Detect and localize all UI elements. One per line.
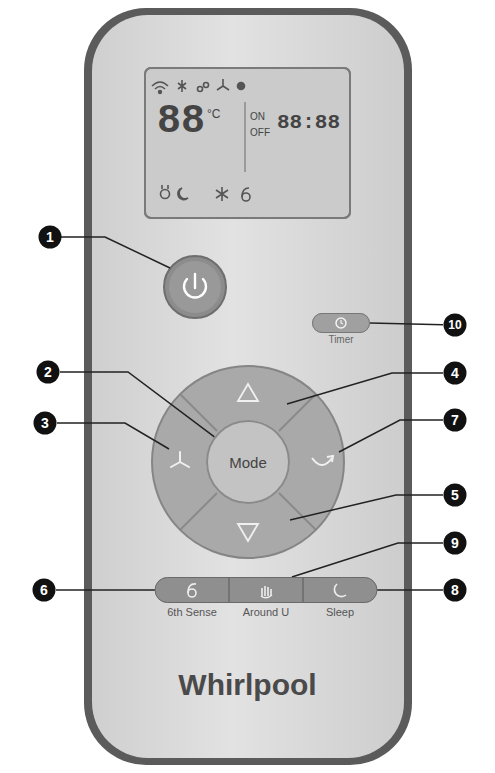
up-arrow xyxy=(238,384,258,401)
clock-hands xyxy=(341,320,343,324)
leader-line xyxy=(377,589,443,591)
mode-button-face xyxy=(206,420,290,504)
down-arrow xyxy=(238,524,258,541)
timer-button-rim xyxy=(313,314,370,333)
power-icon xyxy=(184,274,206,298)
function-button-rim xyxy=(155,578,229,603)
button-caption: Timer xyxy=(328,334,353,346)
leader-line xyxy=(292,543,443,577)
timer-button: Timer xyxy=(312,313,370,349)
callout-circle xyxy=(444,409,467,432)
leader-lines xyxy=(57,237,443,520)
lcd-display: 88°C ON OFF 88:88 xyxy=(145,68,350,218)
button-caption: Sleep xyxy=(326,606,354,619)
callout-number: 2 xyxy=(36,360,60,384)
lcd-divider xyxy=(244,102,246,172)
function-button-rim xyxy=(303,578,377,603)
callout-number: 5 xyxy=(443,483,467,507)
callout-circle xyxy=(37,361,60,384)
leader-line xyxy=(370,323,443,325)
callout-number: 3 xyxy=(41,416,49,430)
callout-number: 4 xyxy=(443,361,467,385)
callout-number: 1 xyxy=(46,230,54,244)
lcd-clock: 88:88 xyxy=(277,112,340,133)
button-caption: 6th Sense xyxy=(167,606,217,619)
callout-number: 7 xyxy=(451,413,459,427)
callout-number: 8 xyxy=(451,583,459,597)
lcd-unit: °C xyxy=(207,108,220,120)
function-buttons xyxy=(155,577,377,603)
function-icons xyxy=(188,584,346,598)
callout-number: 8 xyxy=(443,578,467,602)
lcd-panel xyxy=(145,68,350,218)
function-button-rim xyxy=(229,578,303,603)
callout-number: 9 xyxy=(443,531,467,555)
function-button-outline xyxy=(303,577,377,627)
button-label: Mode xyxy=(229,455,267,470)
mode-button: Mode xyxy=(206,420,290,504)
clock-icon xyxy=(336,318,346,328)
power-button xyxy=(164,256,226,318)
function-button: Sleep xyxy=(303,577,377,627)
callout-number: 4 xyxy=(451,366,459,380)
callout-number: 6 xyxy=(40,583,48,597)
lcd-temperature: 88 xyxy=(157,102,205,142)
brand-logo: Whirlpool xyxy=(0,668,495,701)
callout-number: 3 xyxy=(33,411,57,435)
button-caption: Around U xyxy=(243,606,289,619)
callout-circle xyxy=(34,412,57,435)
function-button-outline xyxy=(229,577,303,627)
power-button-face xyxy=(169,261,221,313)
callout-number: 9 xyxy=(451,536,459,550)
function-dividers xyxy=(229,578,303,602)
callout-circle xyxy=(444,579,467,602)
timer-button xyxy=(312,313,370,333)
callout-number: 1 xyxy=(38,225,62,249)
nav-ring xyxy=(152,366,344,558)
swing-icon xyxy=(312,458,332,465)
lcd-frame xyxy=(145,68,350,218)
callout-number: 6 xyxy=(32,578,56,602)
mode-button-rim xyxy=(207,421,289,503)
callout-circle xyxy=(33,579,56,602)
callout-number: 7 xyxy=(443,408,467,432)
function-button-outline xyxy=(155,577,229,627)
callout-number: 10 xyxy=(443,313,467,337)
callout-circle xyxy=(444,532,467,555)
leader-line xyxy=(60,372,214,437)
leader-line xyxy=(56,589,155,591)
callout-number: 2 xyxy=(44,365,52,379)
lcd-icons xyxy=(152,79,250,201)
function-button: 6th Sense xyxy=(155,577,229,627)
callout-circle xyxy=(444,484,467,507)
callout-circle xyxy=(444,362,467,385)
swing-icon-head xyxy=(327,456,333,462)
fan-icon xyxy=(171,452,189,467)
callout-number: 10 xyxy=(448,319,461,331)
remote-face xyxy=(92,15,404,758)
nav-ring-dividers xyxy=(180,394,316,530)
callout-circle xyxy=(444,314,467,337)
callout-circle xyxy=(39,226,62,249)
lcd-display-outline xyxy=(145,68,350,218)
lcd-timer-on: ON xyxy=(250,112,265,122)
remote-housing xyxy=(84,8,412,765)
callout-number: 5 xyxy=(451,488,459,502)
lcd-timer-off: OFF xyxy=(250,128,270,138)
function-button: Around U xyxy=(229,577,303,627)
